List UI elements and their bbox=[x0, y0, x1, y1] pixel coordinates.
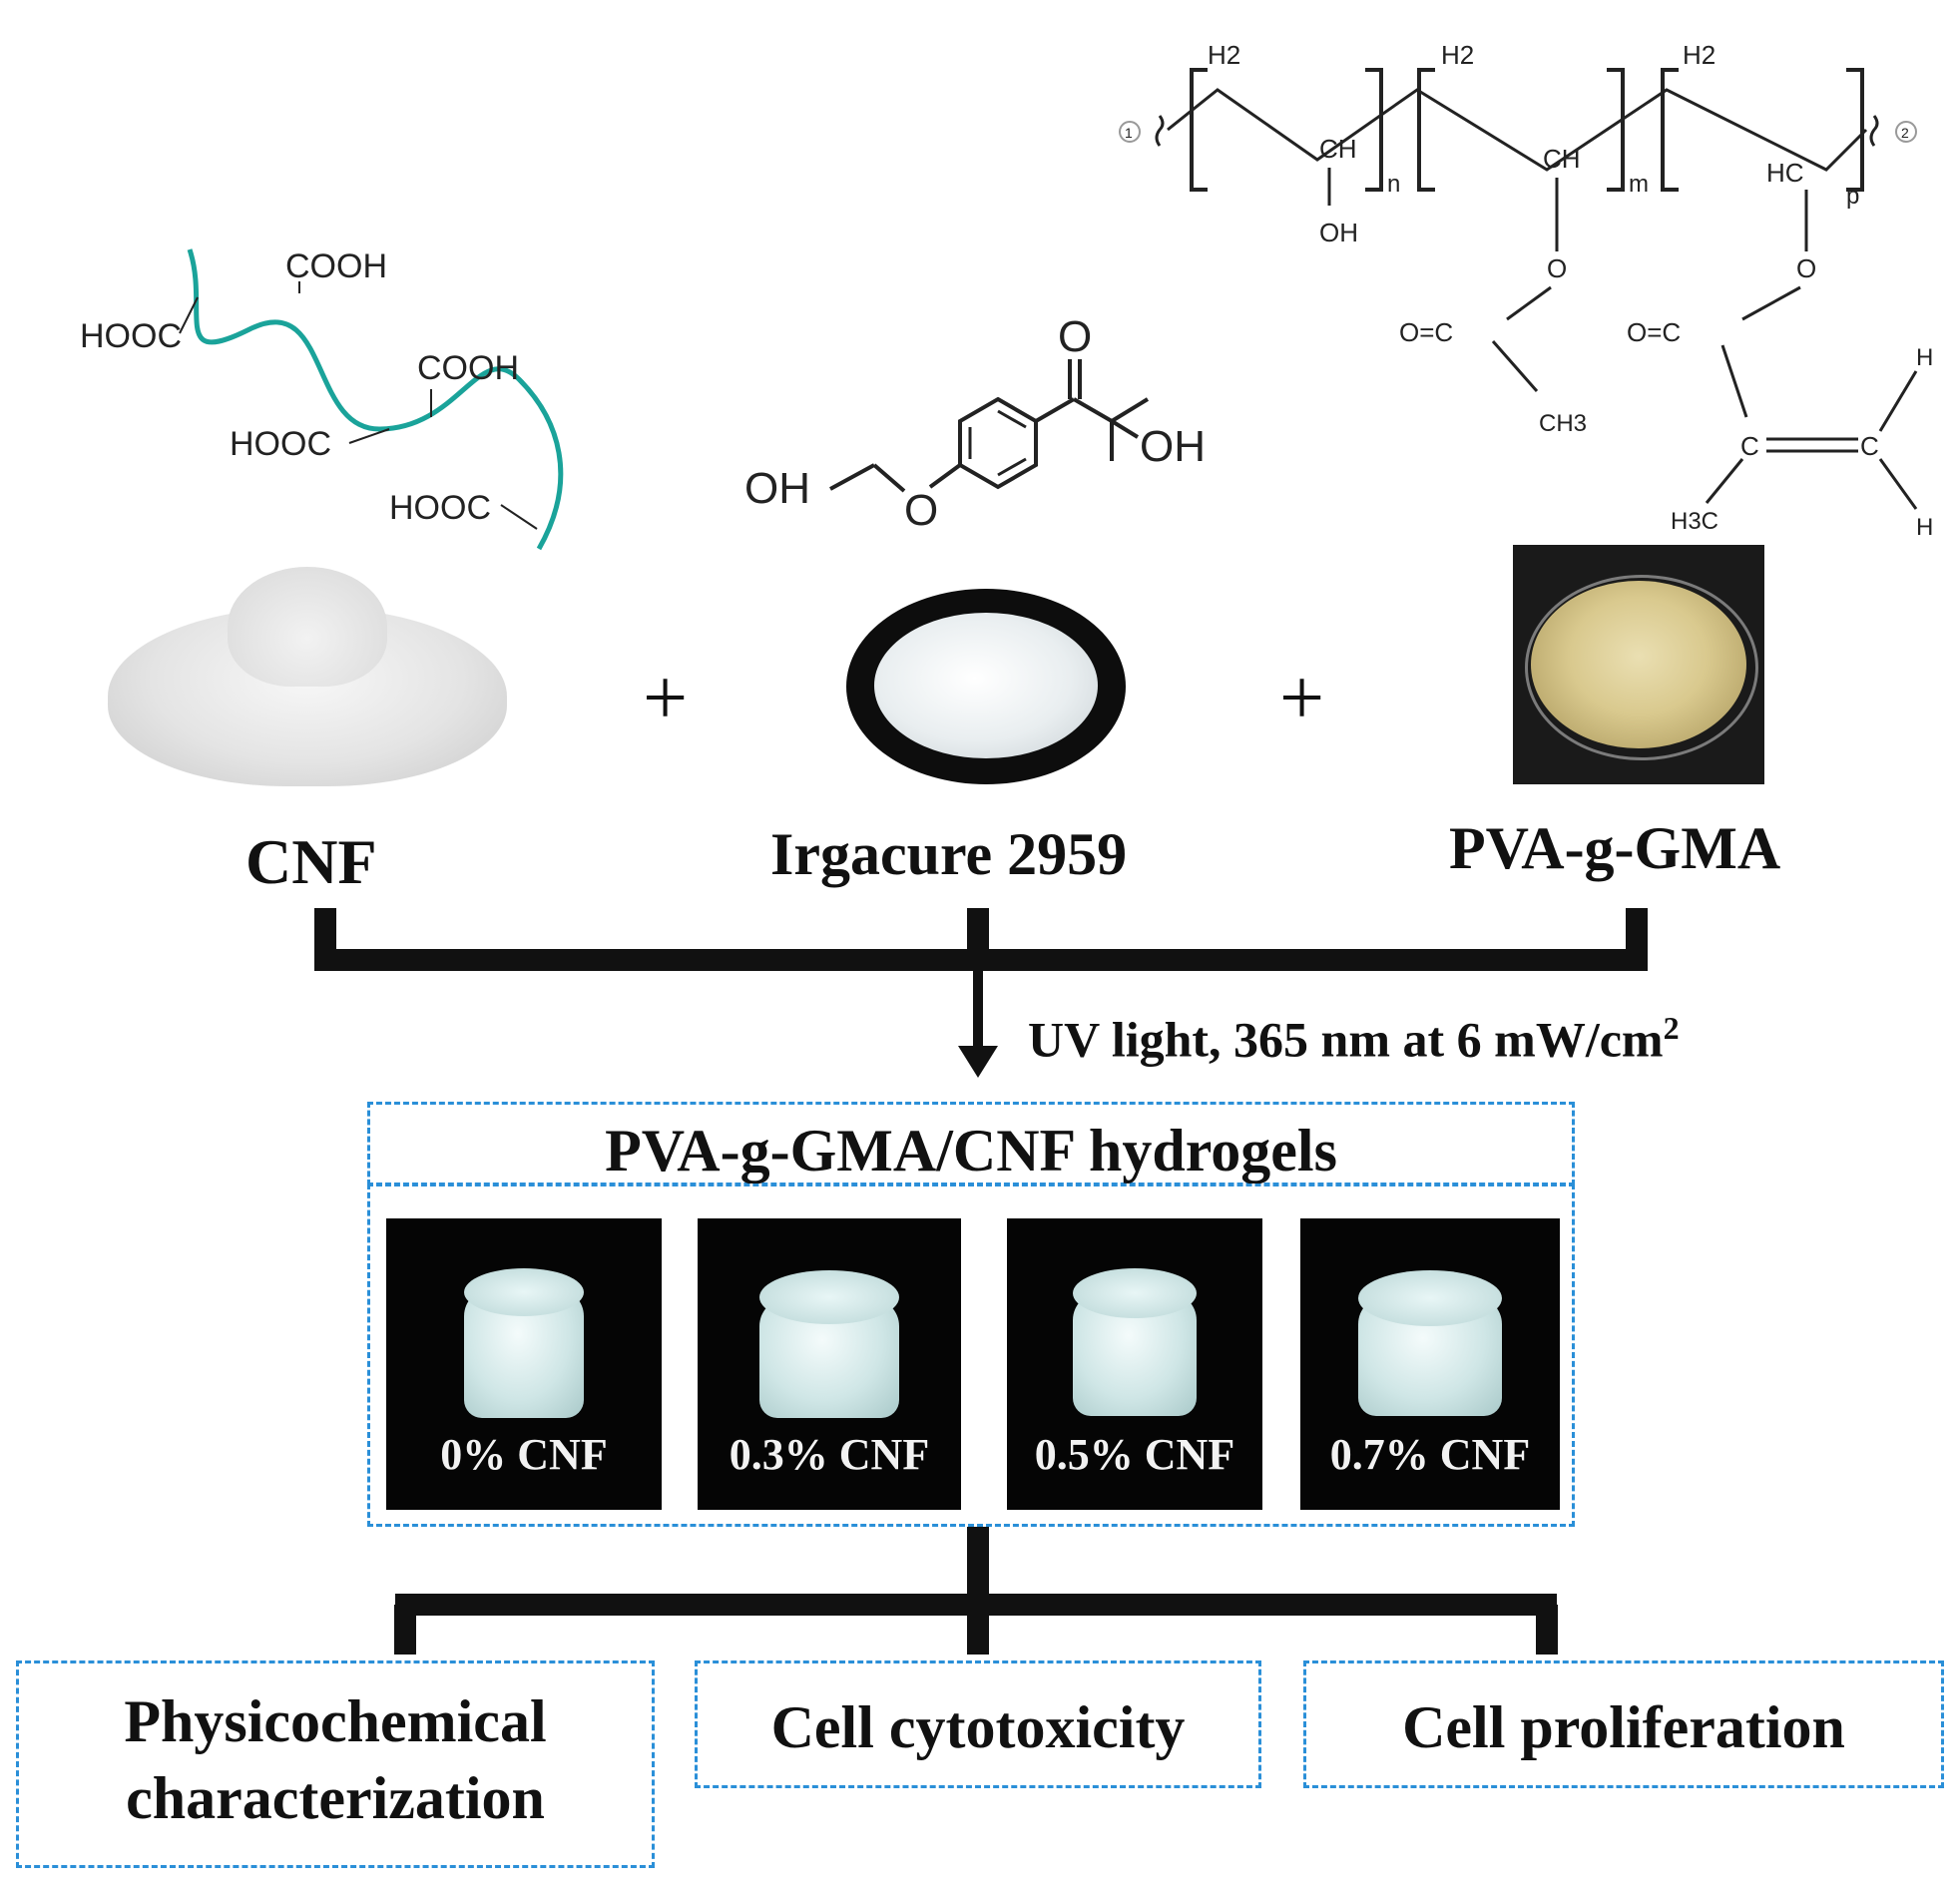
oh-1: OH bbox=[1319, 218, 1358, 247]
irgacure-oh-right: OH bbox=[1140, 422, 1206, 471]
sub-p: p bbox=[1846, 183, 1859, 210]
cnf-label: CNF bbox=[245, 826, 377, 897]
sub-n: n bbox=[1387, 171, 1400, 198]
sample-photo-2: 0.5% CNF bbox=[1007, 1218, 1262, 1510]
cnf-group-5: HOOC bbox=[389, 489, 491, 527]
sample-photo-3: 0.7% CNF bbox=[1300, 1218, 1560, 1510]
c-3a: C bbox=[1740, 431, 1759, 461]
plus-sign-2: + bbox=[1279, 655, 1325, 742]
plus-sign-1: + bbox=[643, 655, 689, 742]
pva-gma-label: PVA-g-GMA bbox=[1449, 815, 1781, 881]
pva-gma-structure: 1 2 H2 CH OH n H2 CH O O=C CH3 m H2 HC O… bbox=[1119, 40, 1933, 541]
irgacure-photo bbox=[846, 589, 1126, 784]
sample-label-0: 0% CNF bbox=[440, 1430, 608, 1479]
sample-label-1: 0.3% CNF bbox=[729, 1430, 930, 1479]
end-mark-2: 2 bbox=[1901, 125, 1909, 141]
sample-photo-0: 0% CNF bbox=[386, 1218, 662, 1510]
h-3b: H bbox=[1916, 514, 1933, 541]
cytotoxicity-box: Cell cytotoxicity bbox=[695, 1660, 1261, 1788]
sample-photo-1: 0.3% CNF bbox=[698, 1218, 961, 1510]
h-3a: H bbox=[1916, 344, 1933, 371]
physicochemical-box: Physicochemical characterization bbox=[16, 1660, 655, 1868]
cnf-group-3: HOOC bbox=[230, 425, 331, 463]
hydrogels-title: PVA-g-GMA/CNF hydrogels bbox=[605, 1118, 1337, 1184]
sample-label-2: 0.5% CNF bbox=[1034, 1430, 1235, 1479]
c-3b: C bbox=[1860, 431, 1879, 461]
o-2: O bbox=[1547, 253, 1567, 283]
irgacure-o-ketone: O bbox=[1058, 319, 1092, 361]
cnf-chain bbox=[187, 248, 564, 551]
oc-2: O=C bbox=[1399, 317, 1453, 347]
irgacure-oh-left: OH bbox=[744, 464, 810, 513]
oc-3: O=C bbox=[1627, 317, 1681, 347]
cnf-group-2: COOH bbox=[285, 247, 387, 285]
uv-condition: UV light, 365 nm at 6 mW/cm2 bbox=[1028, 1012, 1680, 1065]
uv-condition-text: UV light, 365 nm at 6 mW/cm bbox=[1028, 1011, 1664, 1068]
ch-2: CH bbox=[1543, 144, 1581, 174]
cnf-photo bbox=[108, 567, 507, 794]
cytotoxicity-label: Cell cytotoxicity bbox=[770, 1694, 1186, 1760]
ch-1: CH bbox=[1319, 134, 1357, 164]
irgacure-o-ether: O bbox=[904, 486, 938, 535]
o-3: O bbox=[1796, 253, 1816, 283]
irgacure-label: Irgacure 2959 bbox=[770, 821, 1128, 887]
irgacure-structure: O OH O OH bbox=[744, 319, 1206, 535]
physicochemical-line1: Physicochemical bbox=[124, 1688, 547, 1754]
h2-1: H2 bbox=[1208, 40, 1240, 70]
sub-m: m bbox=[1629, 171, 1649, 198]
uv-superscript: 2 bbox=[1663, 1010, 1680, 1046]
pva-gma-photo bbox=[1513, 545, 1764, 784]
cnf-group-1: HOOC bbox=[80, 317, 182, 355]
proliferation-box: Cell proliferation bbox=[1303, 1660, 1944, 1788]
end-mark-1: 1 bbox=[1125, 125, 1133, 141]
h2-2: H2 bbox=[1441, 40, 1474, 70]
proliferation-label: Cell proliferation bbox=[1402, 1694, 1845, 1760]
hydrogels-title-box: PVA-g-GMA/CNF hydrogels bbox=[367, 1102, 1575, 1185]
h3c-3: H3C bbox=[1671, 508, 1718, 535]
ch3-2: CH3 bbox=[1539, 410, 1587, 437]
cnf-structure: HOOC COOH HOOC COOH HOOC bbox=[80, 247, 564, 551]
down-arrow bbox=[958, 1046, 998, 1078]
sample-label-3: 0.7% CNF bbox=[1329, 1430, 1531, 1479]
cnf-group-4: COOH bbox=[417, 349, 519, 387]
h2-3: H2 bbox=[1683, 40, 1715, 70]
hc-3: HC bbox=[1766, 158, 1804, 188]
hydrogels-samples-box: 0% CNF 0.3% CNF 0.5% CNF 0.7% CNF bbox=[367, 1184, 1575, 1527]
physicochemical-line2: characterization bbox=[126, 1764, 545, 1831]
